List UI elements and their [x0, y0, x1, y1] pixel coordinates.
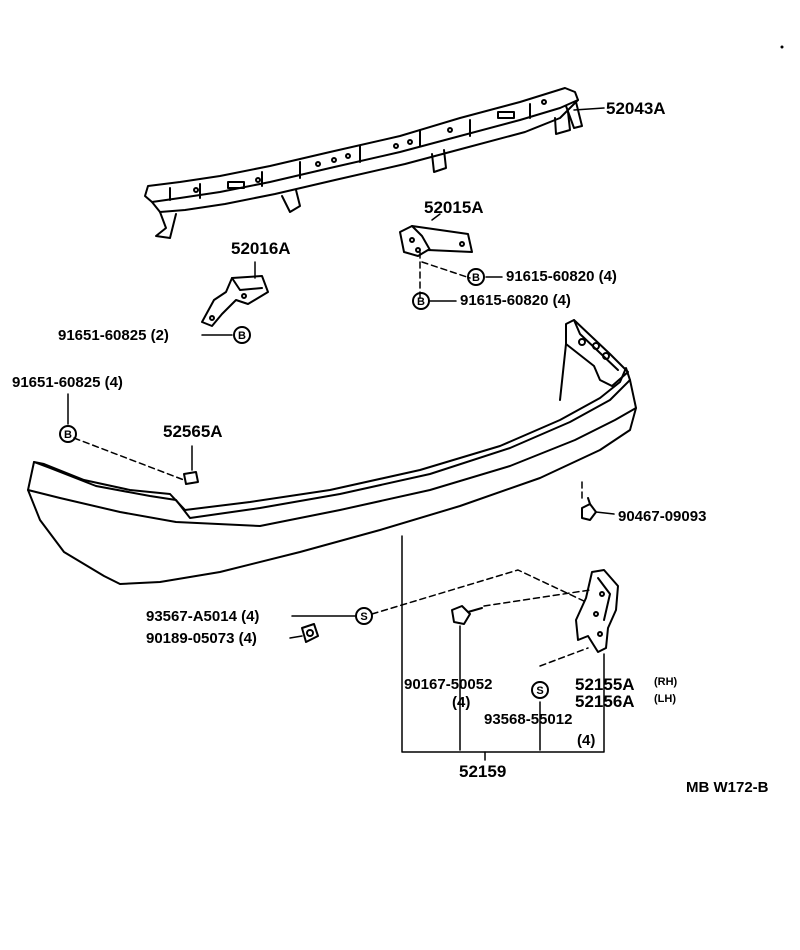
- bumper-cover: [27, 319, 637, 585]
- lower-bolt: [451, 605, 483, 625]
- symbol-b-bolt-cover: [59, 425, 77, 443]
- leader-lines: [67, 107, 605, 761]
- symbol-b-bolt-left-bracket: [233, 326, 251, 344]
- part-label-bolt-left-bracket: 91651-60825 (2): [58, 327, 169, 344]
- symbol-s-text-2: S: [536, 685, 543, 697]
- part-label-retainer-lh-side: (LH): [654, 693, 676, 705]
- symbol-s-lower-screw: [531, 681, 549, 699]
- bracket-52016a: [201, 275, 269, 327]
- part-label-bracket-left: 52016A: [231, 239, 291, 258]
- symbol-b-text-4: B: [64, 429, 72, 441]
- bracket-52015a: [399, 225, 473, 257]
- part-label-lower-bolt-qty: (4): [452, 694, 471, 711]
- part-label-nut: 90189-05073 (4): [146, 630, 257, 647]
- part-label-kit: 52159: [459, 762, 507, 781]
- part-label-screw-side: 90467-09093: [618, 508, 707, 525]
- part-label-clip-nut: 52565A: [163, 422, 223, 441]
- symbol-b-bolt-right-upper: [467, 268, 485, 286]
- part-label-lower-screw-code: 93568-55012: [484, 711, 573, 728]
- part-label-lower-bolt-code: 90167-50052: [404, 676, 493, 693]
- part-label-bolt-cover: 91651-60825 (4): [12, 374, 123, 391]
- symbol-s-screw: [355, 607, 373, 625]
- drawing-code: MB W172-B: [686, 779, 769, 796]
- symbol-b-text-1: B: [472, 272, 480, 284]
- symbol-b-text-3: B: [238, 330, 246, 342]
- symbol-s-text-1: S: [360, 611, 367, 623]
- part-label-retainer-rh-side: (RH): [654, 676, 678, 688]
- bumper-reinforcement: [144, 87, 583, 239]
- side-screw: [581, 497, 615, 521]
- part-label-lower-screw-qty: (4): [577, 732, 596, 749]
- dashed-assembly-lines: [73, 251, 591, 667]
- clip-nut-shape: [183, 471, 199, 485]
- part-label-retainer-lh: 52156A: [575, 692, 635, 711]
- symbol-b-text-2: B: [417, 296, 425, 308]
- part-label-bolt-right-lower: 91615-60820 (4): [460, 292, 571, 309]
- part-label-retainer-rh: 52155A: [575, 675, 635, 694]
- part-label-screw-s: 93567-A5014 (4): [146, 608, 260, 625]
- part-label-reinforcement: 52043A: [606, 99, 666, 118]
- nut-part: [301, 623, 319, 643]
- part-label-bracket-right: 52015A: [424, 198, 484, 217]
- part-label-bolt-right-upper: 91615-60820 (4): [506, 268, 617, 285]
- side-retainer: [575, 569, 619, 653]
- symbol-b-bolt-right-lower: [412, 292, 430, 310]
